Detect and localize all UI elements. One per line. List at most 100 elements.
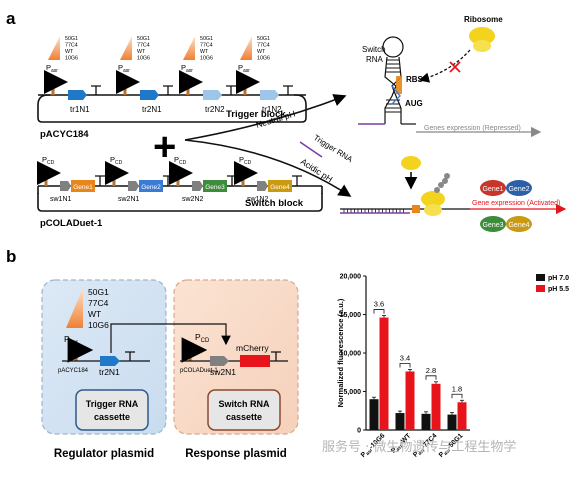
variant-gradient-wedge	[48, 36, 60, 60]
variant-label: WT	[65, 49, 74, 55]
bar-ph70	[421, 413, 431, 430]
b-sw2n1-element	[210, 356, 229, 366]
promoter-arrow	[116, 70, 140, 95]
trigger-gene-arrow	[140, 90, 159, 100]
switch-cassette-label-2: cassette	[226, 412, 262, 422]
terminator-icon	[226, 85, 236, 95]
b-variant-1: 50G1	[88, 287, 109, 297]
trigger-plasmid-outline	[37, 94, 307, 123]
plasmid2-label: pCOLADuet-1	[40, 218, 103, 229]
terminator-icon	[163, 175, 173, 186]
trigger-gene-arrow	[203, 90, 222, 100]
promoter-arrow	[37, 161, 61, 186]
b-mcherry-gene	[240, 355, 270, 367]
regulator-plasmid-label: Regulator plasmid	[54, 448, 154, 460]
gene-blob-4: Gene4	[506, 216, 532, 232]
promoter-arrow	[44, 70, 68, 95]
bar-ph55	[431, 383, 441, 430]
fold-bracket	[399, 363, 411, 368]
trigger-cassette-box	[75, 389, 149, 431]
y-axis-title: Normalized fluorescence (a.u.)	[336, 298, 345, 407]
gene-box	[203, 180, 227, 192]
svg-text:Gene2: Gene2	[508, 186, 529, 193]
fold-change-label: 1.8	[452, 384, 462, 393]
promoter-asr-label: Pasr	[46, 63, 58, 74]
b-terminator-left	[125, 351, 135, 361]
variant-label: 10G6	[137, 56, 150, 62]
legend-label: pH 5.5	[548, 286, 569, 293]
variant-label: 50G1	[200, 36, 213, 42]
b-promoter-arrow-left	[67, 337, 94, 363]
ribosome-label: Ribosome	[464, 15, 503, 24]
gene-blob-3: Gene3	[480, 216, 506, 232]
switch-element-label: sw2N1	[118, 196, 140, 203]
promoter-arrow	[236, 70, 260, 95]
gene-box-label: Gene2	[141, 184, 161, 191]
variant-gradient-wedge	[183, 36, 195, 60]
variant-gradient-wedge-b	[66, 288, 83, 328]
promoter-asr-label: Pasr	[118, 63, 130, 74]
gene-blob-1: Gene1	[480, 180, 506, 196]
b-terminator-right	[271, 351, 281, 361]
switch-element-arrow	[192, 181, 203, 191]
acidic-arrow	[184, 139, 352, 197]
activated-complex	[340, 156, 470, 216]
b-reporter-label: mCherry	[236, 343, 269, 353]
terminator-icon	[91, 85, 101, 95]
bar-ph70	[369, 399, 379, 430]
legend-label: pH 7.0	[548, 275, 569, 282]
variant-label: 50G1	[65, 36, 78, 42]
blocked-binding-arrow	[418, 49, 471, 83]
variant-label: 77C4	[257, 43, 270, 49]
trigger-gene-arrow	[260, 90, 279, 100]
terminator-icon	[283, 85, 293, 95]
trigger-cassette-label-2: cassette	[94, 412, 130, 422]
gene-blob-2: Gene2	[506, 180, 532, 196]
switch-element-arrow	[60, 181, 71, 191]
variant-gradient-wedge	[120, 36, 132, 60]
bar-ph55	[379, 317, 389, 430]
trigger-gene-label: tr1N2	[262, 105, 282, 114]
fold-bracket	[451, 393, 463, 399]
switch-cassette-box	[207, 389, 281, 431]
variant-label: 77C4	[137, 43, 150, 49]
plasmid1-label: pACYC184	[40, 129, 89, 140]
svg-text:Gene3: Gene3	[482, 222, 503, 229]
variant-gradient-wedge	[240, 36, 252, 60]
trigger-gene-label: tr2N1	[142, 105, 162, 114]
terminator-icon	[292, 175, 302, 186]
switch-element-arrow	[128, 181, 139, 191]
switch-element-label: sw1N1	[50, 196, 72, 203]
watermark: 服务号 · 微生物遗传与工程生物学	[322, 440, 517, 455]
b-plasmid-right: pCOLADuet-1	[180, 368, 218, 374]
promoter-asr-label: Pasr	[238, 63, 250, 74]
gene-box	[139, 180, 163, 192]
b-plasmid-left: pACYC184	[58, 368, 89, 374]
repressed-label: Genes expression (Repressed)	[424, 125, 521, 132]
variant-label: 10G6	[65, 56, 78, 62]
gene-box	[71, 180, 95, 192]
switch-element-arrow	[257, 181, 268, 191]
fold-bracket	[373, 309, 385, 314]
bar-ph70	[447, 414, 457, 430]
trigger-cassette-label-1: Trigger RNA	[86, 399, 139, 409]
b-gene-left: tr2N1	[99, 367, 120, 377]
trigger-gene-label: tr1N1	[70, 105, 90, 114]
b-trigger-connector	[110, 323, 231, 353]
switch-block-label: Switch block	[245, 198, 304, 209]
y-tick-label: 0	[357, 428, 361, 435]
b-gene-right: sw2N1	[210, 367, 236, 377]
trigger-gene-label: tr2N2	[205, 105, 225, 114]
b-variant-2: 77C4	[88, 298, 109, 308]
legend-swatch	[536, 285, 545, 292]
y-tick-label: 5,000	[343, 389, 361, 396]
